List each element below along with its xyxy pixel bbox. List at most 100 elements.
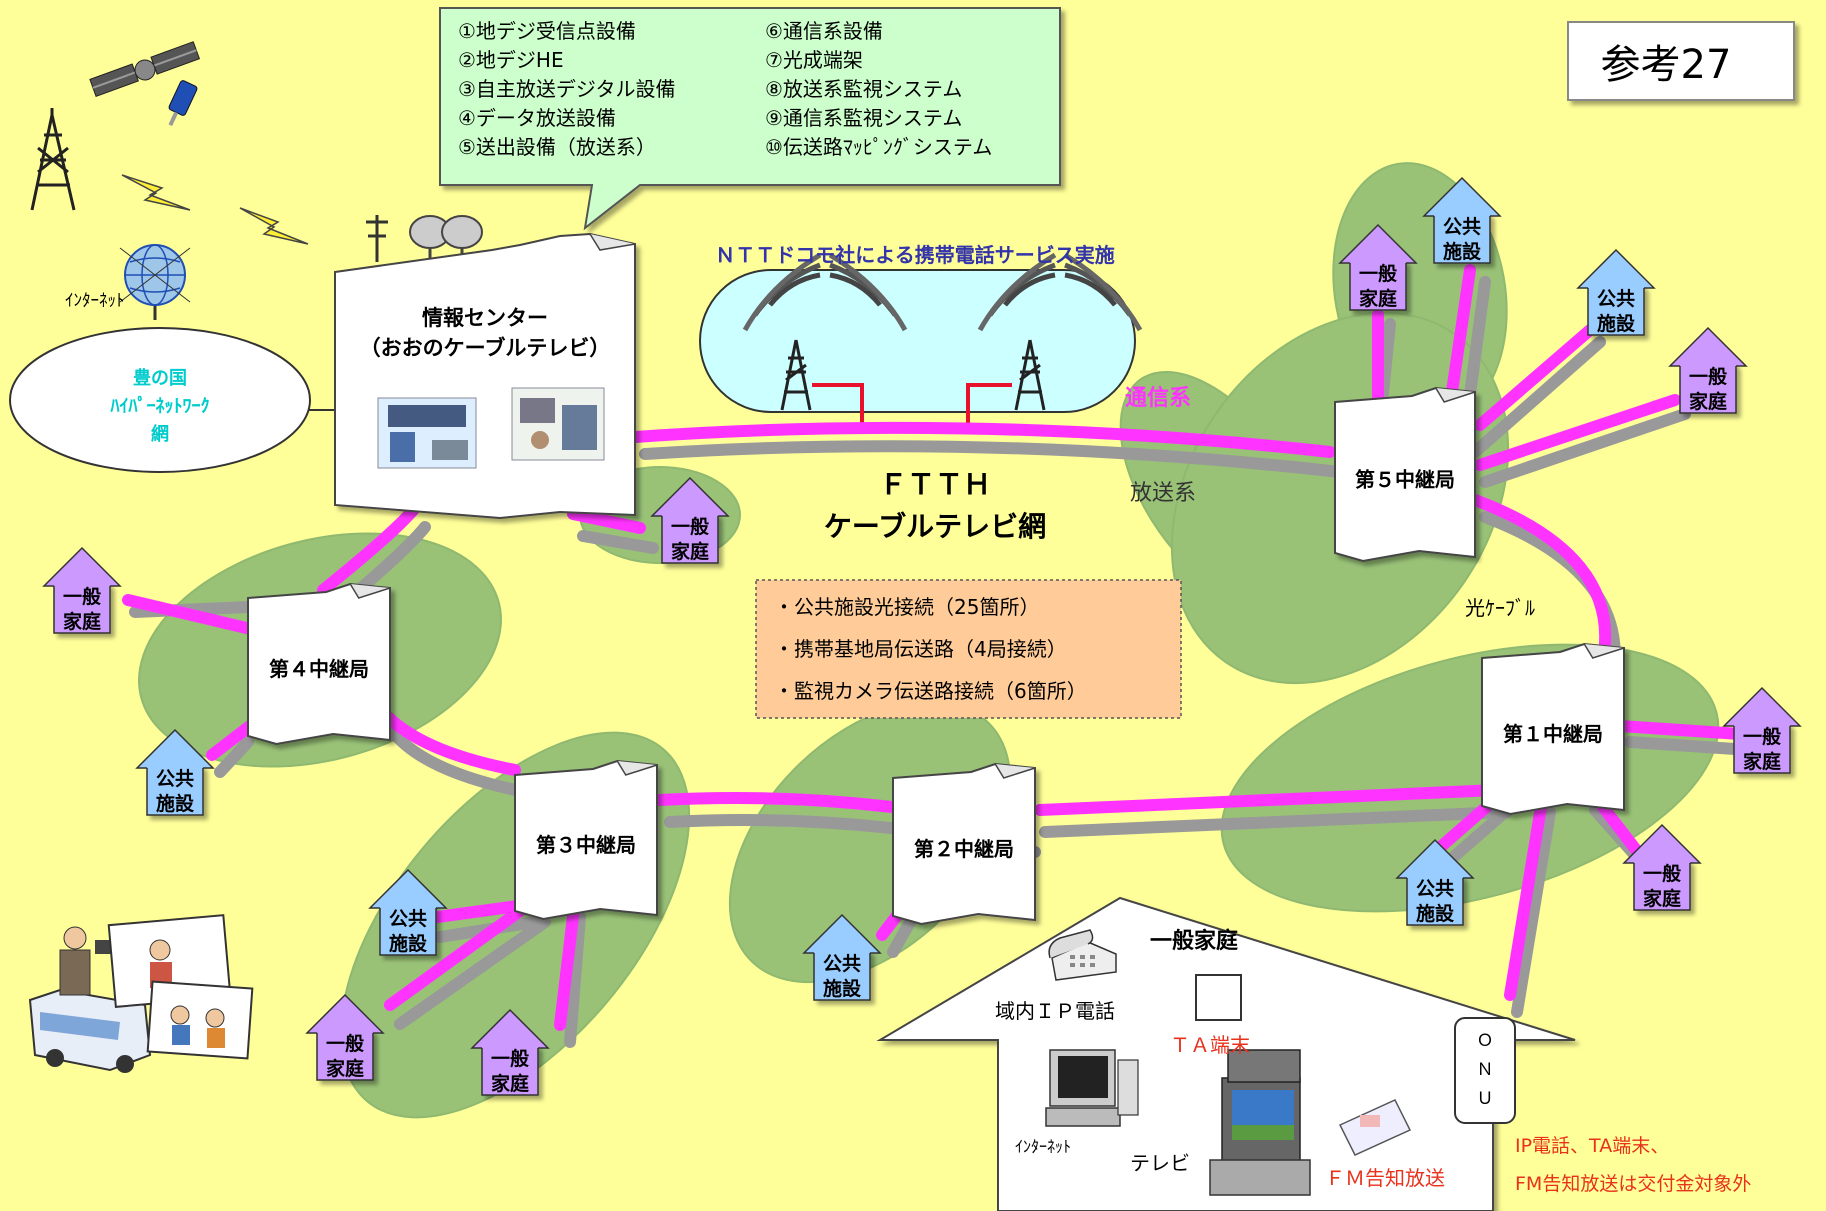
onu-label: ＯＮＵ [1477,1031,1494,1109]
relay-station-s1: 第１中継局 [1481,642,1625,816]
public-facility-marker: 公共施設 [368,868,448,956]
ftth-title: ＦＴＴＨ ケーブルテレビ網 [824,468,1046,543]
house-label-top: 一般 [1359,262,1397,285]
internet-home-label: ｲﾝﾀｰﾈｯﾄ [1015,1137,1071,1156]
public-facility-marker: 公共施設 [135,728,215,816]
relay-station-s5: 第５中継局 [1334,386,1476,563]
info-box-item: ・公共施設光接続（25箇所） [774,595,1039,619]
public-facility-marker: 公共施設 [1422,176,1502,264]
house-label-bottom: 施設 [1443,240,1482,263]
tv-label: テレビ [1130,1151,1190,1175]
home-house-marker: 一般家庭 [305,993,385,1081]
ref-box: 参考27 [1567,21,1795,101]
relay-station-s4: 第４中継局 [247,582,391,746]
ftth-title-line: ＦＴＴＨ [879,468,991,501]
callout-item: ⑤送出設備（放送系） [458,135,656,159]
relay-station-label: 第１中継局 [1503,722,1603,746]
internet-label: ｲﾝﾀｰﾈｯﾄ [65,291,125,311]
home-house-marker: 一般家庭 [1622,823,1702,911]
info-center-building [334,232,636,520]
house-label-top: 一般 [1643,862,1681,885]
onu-box [1454,1017,1516,1124]
relay-station-label: 第２中継局 [914,837,1014,861]
onu-letter: Ｕ [1477,1089,1494,1109]
antenna-icons [366,215,483,262]
tsushin-label: 通信系 [1125,385,1191,411]
phone-icon [1048,929,1117,981]
house-label-bottom: 施設 [389,932,428,955]
docomo-caption: ＮＴＴドコモ社による携帯電話サービス実施 [715,243,1114,267]
house-label-top: 一般 [1743,725,1781,748]
public-facility-marker: 公共施設 [1395,838,1475,926]
house-label-top: 一般 [326,1032,364,1055]
callout-item: ⑨通信系監視システム [765,106,962,130]
info-center-title-line: （おおのケーブルテレビ） [360,336,611,360]
callout-items: ①地デジ受信点設備②地デジHE③自主放送デジタル設備④データ放送設備⑤送出設備（… [458,19,992,159]
house-label-top: 公共 [1443,216,1481,238]
house-label-bottom: 家庭 [1643,887,1681,910]
relay-station-label: 第４中継局 [269,657,369,681]
house-label-bottom: 家庭 [1359,287,1397,310]
house-label-bottom: 家庭 [1743,750,1781,773]
ta-terminal-box [1195,974,1242,1021]
fiber-main [122,264,1746,1031]
house-label-top: 公共 [823,953,861,975]
public-facility-marker: 公共施設 [1576,248,1656,336]
tv-antenna-icon [366,215,388,262]
ftth-title-line: ケーブルテレビ網 [824,510,1046,543]
house-label-bottom: 家庭 [491,1072,529,1095]
house-markers: 一般家庭公共施設公共施設一般家庭一般家庭一般家庭一般家庭一般家庭公共施設公共施設… [42,176,1802,1096]
hikari-label: 光ｹｰﾌﾞﾙ [1465,596,1535,620]
house-label-bottom: 施設 [156,792,195,815]
globe-icon [119,244,191,320]
pc-icon [1045,1049,1139,1127]
hyper-network-line: 豊の国 [133,368,187,389]
parabola-antenna-icon [409,215,483,262]
house-label-bottom: 家庭 [1689,390,1727,413]
studio-photo [511,387,605,461]
onu-letter: Ｎ [1477,1060,1494,1080]
hyper-network-line: 網 [151,423,169,445]
house-label-bottom: 家庭 [326,1057,364,1080]
home-house-marker: 一般家庭 [650,476,730,564]
radio-tower-icon [780,339,1046,411]
home-house [876,896,1576,1211]
relay-station-label: 第５中継局 [1355,468,1455,492]
relay-station-s3: 第３中継局 [514,759,658,921]
home-house-marker: 一般家庭 [1338,223,1418,311]
relay-station-label: 第３中継局 [536,833,636,857]
event-photos-illustration [107,914,254,1060]
callout-item: ①地デジ受信点設備 [458,19,636,43]
home-house-marker: 一般家庭 [1668,326,1748,414]
callout-item: ④データ放送設備 [458,106,616,130]
hoso-label: 放送系 [1130,481,1196,506]
home-labels: 一般家庭 域内ＩＰ電話 ＴＡ端末 ｲﾝﾀｰﾈｯﾄ テレビ ＦＭ告知放送 [995,928,1445,1190]
house-label-top: 公共 [156,768,194,790]
info-box-items: ・公共施設光接続（25箇所）・携帯基地局伝送路（4局接続）・監視カメラ伝送路接続… [774,595,1087,703]
public-facility-marker: 公共施設 [802,913,882,1001]
info-box [755,579,1182,719]
house-label-top: 一般 [63,585,101,608]
fm-receiver-icon [1338,1099,1412,1156]
info-box-item: ・監視カメラ伝送路接続（6箇所） [774,679,1087,703]
broadcast-van-illustration [28,926,152,1073]
relay-station-s2: 第２中継局 [892,762,1036,926]
callout-item: ⑦光成端架 [765,48,863,72]
home-house-marker: 一般家庭 [42,546,122,634]
broadcast-tower-icon [30,108,76,211]
callout-item: ⑥通信系設備 [765,19,883,43]
satellite-icon [89,41,201,97]
info-center-title-line: 情報センター [422,306,548,330]
ta-label: ＴＡ端末 [1170,1033,1250,1057]
onu-letter: Ｏ [1477,1031,1494,1051]
home-house-marker: 一般家庭 [1722,686,1802,774]
fm-label: ＦＭ告知放送 [1325,1166,1445,1190]
house-label-bottom: 施設 [1597,312,1636,335]
radio-waves-icon [742,252,1143,332]
house-label-bottom: 家庭 [671,540,709,563]
tv-icon [1209,1049,1311,1196]
